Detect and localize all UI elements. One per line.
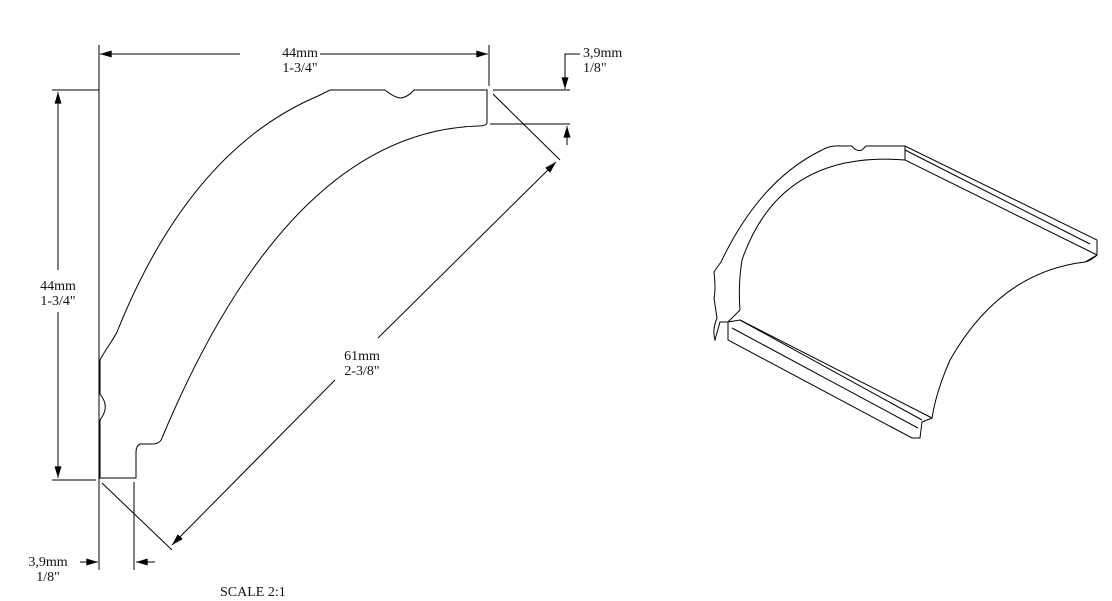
- bottom-flat-in: 1/8": [36, 570, 60, 585]
- isometric-view: [713, 145, 1098, 439]
- bottom-flat-mm: 3,9mm: [28, 555, 68, 570]
- left-height-dimension: 44mm 1-3/4": [26, 279, 90, 309]
- profile-outline: [99, 89, 488, 479]
- top-flat-mm: 3,9mm: [583, 46, 623, 61]
- top-flat-in: 1/8": [583, 61, 607, 76]
- top-width-dimension: 44mm 1-3/4": [268, 46, 332, 76]
- scale-label: SCALE 2:1: [220, 585, 286, 600]
- bottom-flat-dimension: 3,9mm 1/8": [20, 555, 76, 585]
- diagonal-in: 2-3/8": [344, 364, 380, 379]
- top-flat-dimension: 3,9mm 1/8": [583, 46, 622, 76]
- top-width-in: 1-3/4": [282, 61, 318, 76]
- diagonal-dimension: 61mm 2-3/8": [330, 349, 394, 379]
- left-height-mm: 44mm: [40, 279, 76, 294]
- top-width-mm: 44mm: [282, 46, 318, 61]
- diagonal-mm: 61mm: [344, 349, 380, 364]
- left-height-in: 1-3/4": [40, 294, 76, 309]
